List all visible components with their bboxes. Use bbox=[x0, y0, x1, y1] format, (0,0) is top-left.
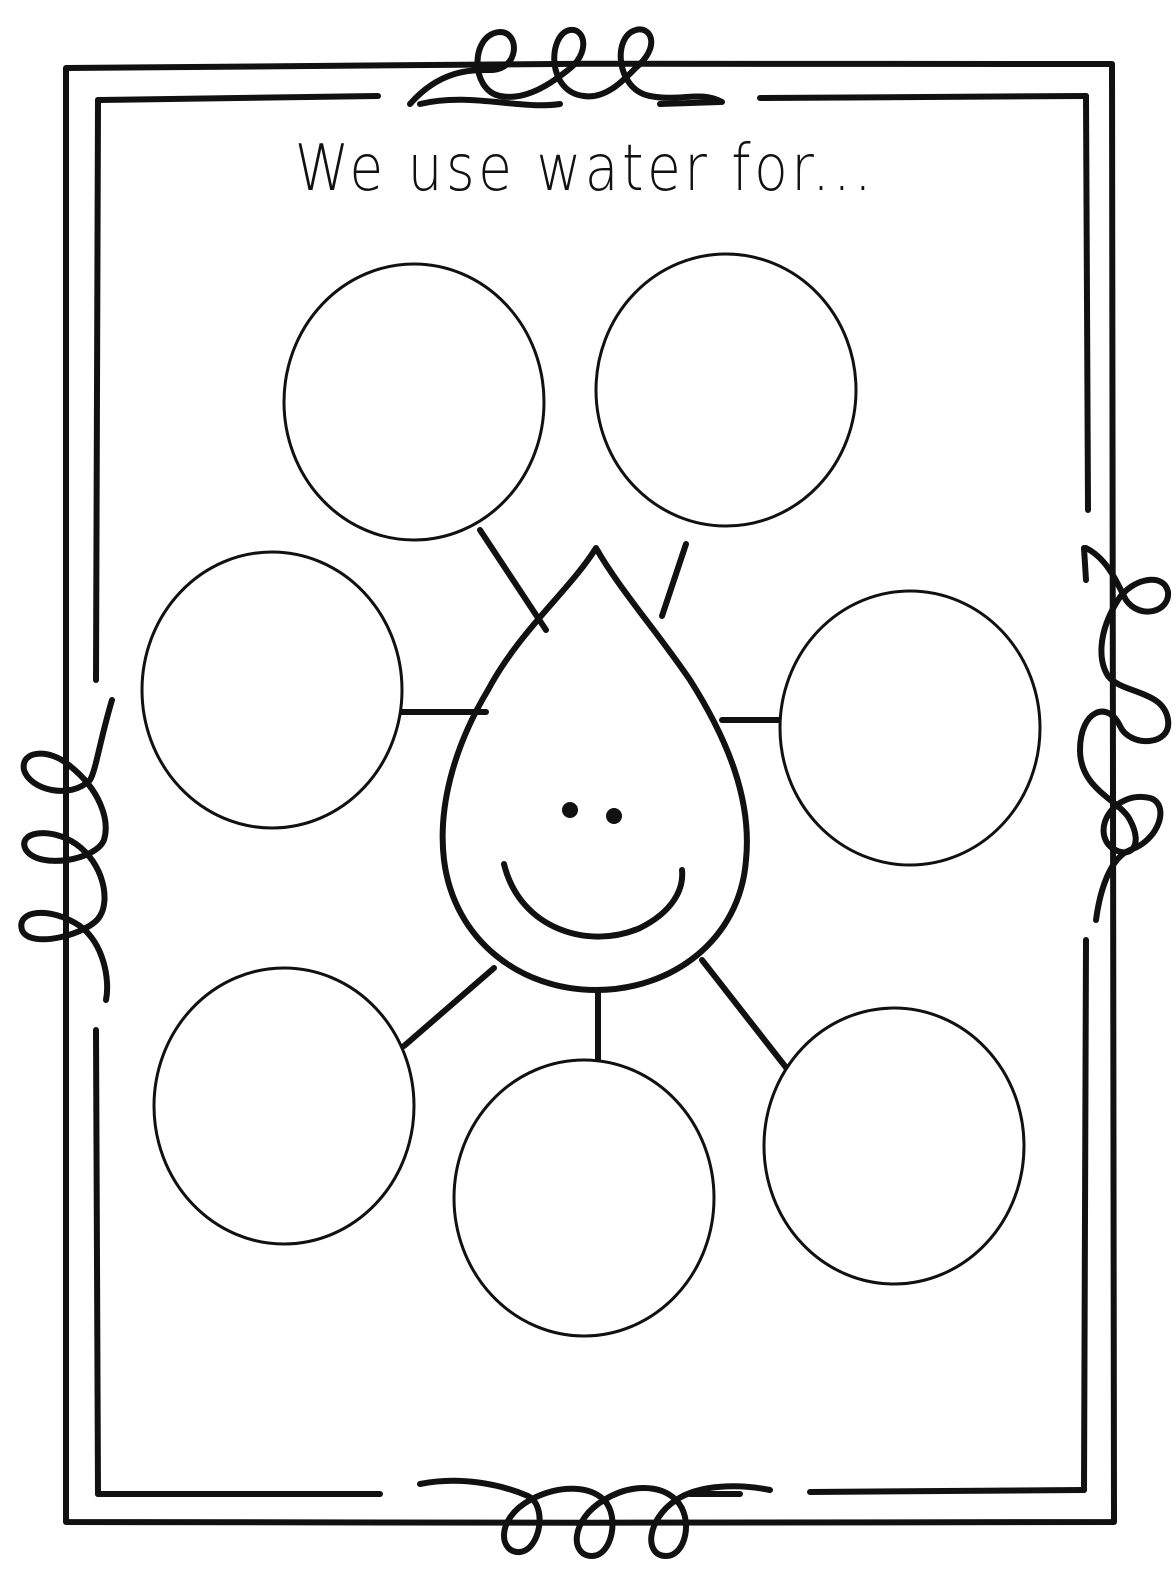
connector-top-left bbox=[480, 530, 546, 630]
answer-circle-bottom-right[interactable] bbox=[764, 1008, 1024, 1284]
connector-top-right bbox=[662, 544, 686, 616]
right-curl-decoration bbox=[1080, 548, 1168, 920]
answer-circles bbox=[142, 254, 1040, 1336]
answer-circle-bottom-center[interactable] bbox=[454, 1060, 714, 1336]
answer-circle-middle-right[interactable] bbox=[780, 591, 1040, 865]
answer-circle-top-left[interactable] bbox=[284, 264, 544, 540]
answer-circle-bottom-left[interactable] bbox=[154, 968, 414, 1244]
water-drop-right-eye bbox=[606, 808, 622, 824]
water-drop-character bbox=[443, 548, 747, 990]
answer-circle-middle-left[interactable] bbox=[142, 552, 402, 828]
connector-bottom-left bbox=[404, 968, 494, 1046]
page-title: We use water for... bbox=[295, 132, 845, 206]
water-drop-smile bbox=[504, 864, 682, 937]
answer-circle-top-right[interactable] bbox=[596, 254, 856, 526]
connector-bottom-right bbox=[702, 960, 788, 1070]
water-drop-outline bbox=[443, 548, 747, 990]
water-drop-left-eye bbox=[562, 802, 578, 818]
